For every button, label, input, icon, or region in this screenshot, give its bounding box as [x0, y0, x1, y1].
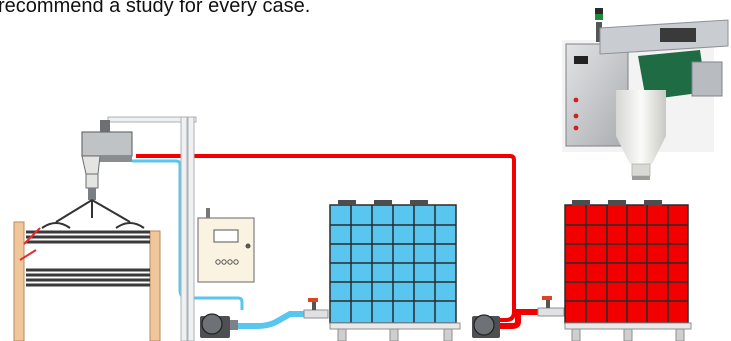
- machine-led-icon: [574, 98, 579, 103]
- drying-rack: [14, 222, 160, 341]
- dosing-machine-photo: [562, 8, 728, 180]
- pump-1: [200, 314, 238, 338]
- machine-display-icon: [574, 56, 588, 64]
- red-tank-valve: [538, 296, 564, 316]
- blue-ibc-tank: [330, 200, 460, 341]
- control-panel-display: [214, 230, 238, 242]
- blue-tank-valve: [304, 298, 328, 318]
- red-ibc-tank: [565, 200, 691, 341]
- control-knob-icon: [246, 244, 251, 249]
- hanger: [42, 200, 144, 228]
- dosing-head: [82, 120, 132, 200]
- suction-hose: [236, 314, 304, 326]
- control-panel: [198, 208, 254, 282]
- pump-2: [472, 315, 500, 338]
